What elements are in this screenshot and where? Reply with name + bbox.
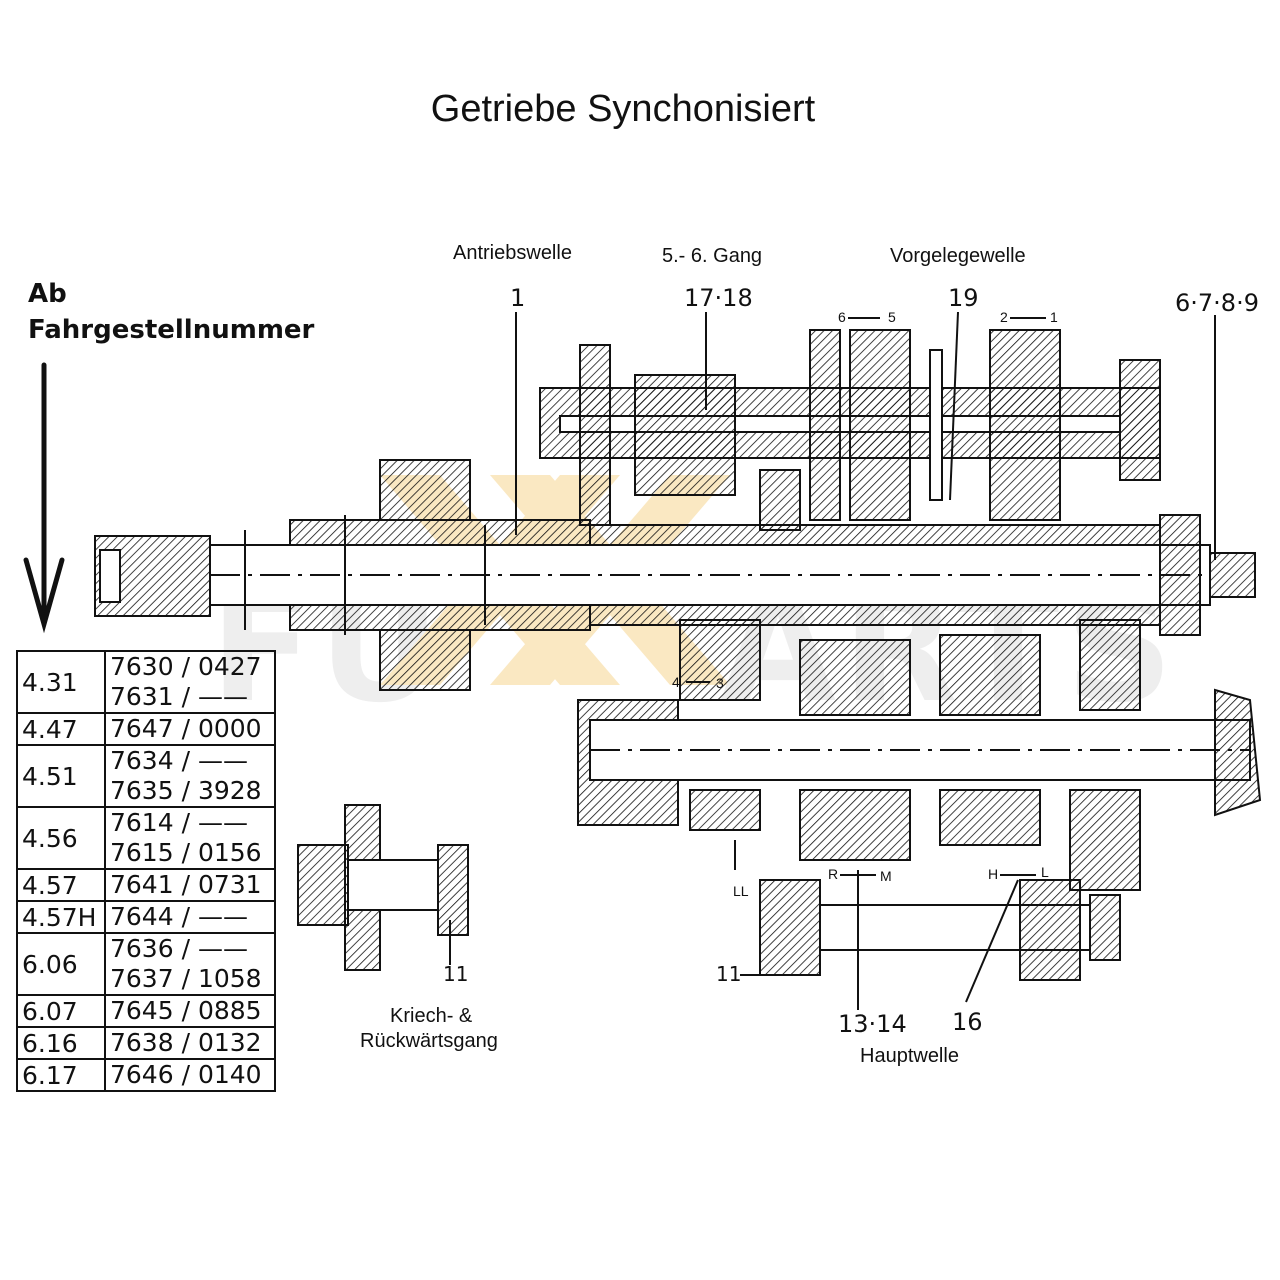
input-shaft	[94, 459, 1256, 691]
chassis-number-cell: 7645 / 0885	[104, 994, 276, 1028]
chassis-number: 7641 / 0731	[110, 870, 262, 899]
label-vorgelegewelle: Vorgelegewelle	[890, 245, 1026, 267]
callout-gear-2: 2	[1000, 309, 1008, 325]
chassis-number-cell: 7641 / 0731	[104, 868, 276, 902]
chassis-number: 7638 / 0132	[110, 1028, 262, 1057]
label-kriech: Kriech- &	[390, 1005, 473, 1027]
callout-gear-6: 6	[838, 309, 846, 325]
callout-11: 11	[716, 962, 742, 986]
chassis-number: 7615 / 0156	[110, 838, 262, 867]
model-cell: 6.17	[16, 1058, 106, 1092]
callout-13-14: 13·14	[838, 1010, 907, 1038]
chassis-number: 7645 / 0885	[110, 996, 262, 1025]
callout-l: L	[1041, 864, 1049, 880]
chassis-number-cell: 7646 / 0140	[104, 1058, 276, 1092]
callout-gear-4: 4	[672, 674, 680, 690]
chassis-number: 7630 / 0427	[110, 652, 262, 681]
chassis-number-cell: 7644 / ——	[104, 900, 276, 934]
reverse-shaft	[759, 879, 1121, 981]
chassis-number-cell: 7638 / 0132	[104, 1026, 276, 1060]
callout-17-18: 17·18	[684, 284, 753, 312]
callout-h: H	[988, 866, 999, 882]
chassis-number-cell: 7647 / 0000	[104, 712, 276, 746]
callout-ll: LL	[733, 883, 749, 899]
callout-19: 19	[948, 284, 979, 312]
fahrgestellnummer-label: Fahrgestellnummer	[28, 315, 315, 345]
page-title: Getriebe Synchonisiert	[430, 88, 816, 130]
chassis-number-cell: 7634 / ——7635 / 3928	[104, 744, 276, 808]
callout-1: 1	[510, 284, 526, 312]
model-cell: 4.57	[16, 868, 106, 902]
model-cell: 4.51	[16, 744, 106, 808]
chassis-number: 7646 / 0140	[110, 1060, 262, 1089]
callout-r: R	[828, 866, 839, 882]
chassis-number: 7634 / ——	[110, 746, 248, 775]
chassis-number: 7614 / ——	[110, 808, 248, 837]
callout-16: 16	[952, 1008, 983, 1036]
callout-m: M	[880, 868, 892, 884]
chassis-number: 7636 / ——	[110, 934, 248, 963]
chassis-number-heading: Ab Fahrgestellnummer	[28, 276, 314, 348]
chassis-number: 7647 / 0000	[110, 714, 262, 743]
model-cell: 4.47	[16, 712, 106, 746]
callout-6-7-8-9: 6·7·8·9	[1175, 289, 1259, 317]
label-antriebswelle: Antriebswelle	[453, 242, 572, 264]
chassis-number: 7631 / ——	[110, 682, 248, 711]
main-shaft	[577, 619, 1262, 891]
model-cell: 4.57H	[16, 900, 106, 934]
chassis-number-cell: 7636 / ——7637 / 1058	[104, 932, 276, 996]
model-cell: 6.16	[16, 1026, 106, 1060]
label-hauptwelle: Hauptwelle	[860, 1045, 959, 1067]
down-arrow-icon	[23, 362, 65, 634]
crawler-gear-detail	[297, 804, 469, 971]
chassis-number: 7637 / 1058	[110, 964, 262, 993]
ab-label: Ab	[28, 279, 67, 309]
model-cell: 6.06	[16, 932, 106, 996]
label-rueckwaertsgang: Rückwärtsgang	[360, 1030, 498, 1052]
countershaft-assembly	[539, 329, 1161, 531]
callout-11-detail: 11	[443, 962, 469, 986]
model-cell: 6.07	[16, 994, 106, 1028]
callout-gear-5: 5	[888, 309, 896, 325]
leader-lines	[449, 311, 1216, 1010]
chassis-number: 7644 / ——	[110, 902, 248, 931]
callout-gear-3: 3	[716, 675, 724, 691]
label-gang-5-6: 5.- 6. Gang	[662, 245, 763, 267]
callout-gear-1: 1	[1050, 309, 1058, 325]
chassis-number-cell: 7614 / ——7615 / 0156	[104, 806, 276, 870]
model-cell: 4.31	[16, 650, 106, 714]
chassis-number: 7635 / 3928	[110, 776, 262, 805]
model-cell: 4.56	[16, 806, 106, 870]
